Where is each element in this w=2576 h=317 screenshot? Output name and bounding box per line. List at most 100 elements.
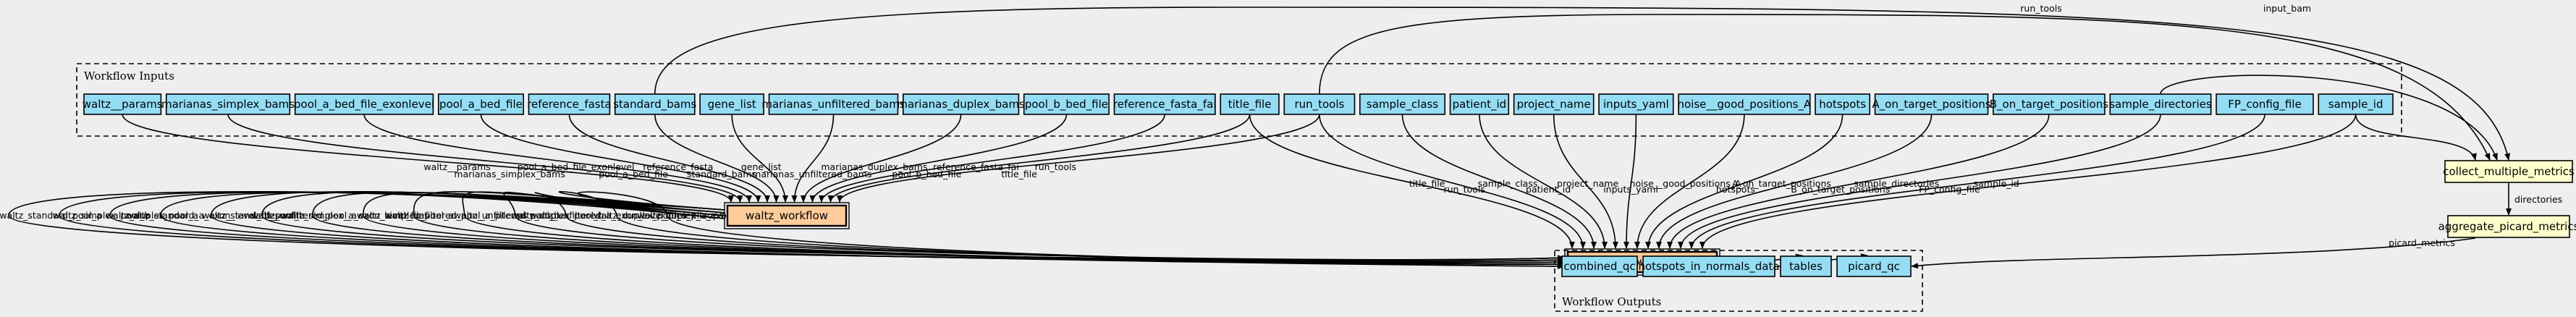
input-node-pool-a-bed-file[interactable]: pool_a_bed_file — [437, 93, 524, 115]
input-node-noise--good-positions-A[interactable]: noise__good_positions_A — [1678, 93, 1812, 115]
input-node-label: hotspots — [1819, 98, 1866, 111]
edge-label: picard_metrics — [2389, 237, 2455, 248]
input-node-label: run_tools — [1294, 98, 1344, 111]
input-node-label: waltz__params — [83, 98, 163, 111]
input-node-B-on-target-positions[interactable]: B_on_target_positions — [1990, 93, 2108, 115]
edge-to-qc — [1634, 114, 1745, 249]
waltz-workflow-step[interactable]: waltz_workflow — [724, 202, 850, 229]
input-node-hotspots[interactable]: hotspots — [1815, 93, 1871, 115]
edge-sample-dirs-to-collect — [2160, 75, 2498, 161]
input-node-pool-b-bed-file[interactable]: pool_b_bed_file — [1023, 93, 1110, 115]
edge-label: sample_directories — [1854, 178, 1939, 189]
input-node-FP-config-file[interactable]: FP_config_file — [2216, 93, 2314, 115]
input-node-marianas-simplex-bams[interactable]: marianas_simplex_bams — [161, 93, 295, 115]
edge-to-waltz — [837, 114, 1320, 203]
input-node-standard-bams[interactable]: standard_bams — [613, 93, 697, 115]
input-node-marianas-duplex-bams[interactable]: marianas_duplex_bams — [897, 93, 1025, 115]
edge-to-waltz — [568, 114, 770, 203]
edge-to-waltz — [731, 114, 788, 203]
input-node-waltz--params[interactable]: waltz__params — [83, 93, 163, 115]
edge-to-waltz — [122, 114, 734, 203]
edge-label: sample_class — [1478, 178, 1538, 189]
input-node-label: project_name — [1517, 98, 1591, 111]
edge-to-qc — [1667, 114, 2050, 249]
output-node-picard-qc[interactable]: picard_qc — [1836, 255, 1912, 277]
edge-label: reference_fasta_fai — [933, 161, 1019, 172]
edge-label: input_bam — [2263, 3, 2311, 14]
edge-label: pool_b_bed_file — [892, 169, 961, 179]
output-node-hotspots-in-normals-data[interactable]: hotspots_in_normals_data — [1638, 255, 1780, 277]
edge-label: noise__good_positions_A — [1630, 178, 1741, 189]
edge-to-qc — [1479, 114, 1608, 249]
input-node-label: title_file — [1228, 98, 1272, 111]
input-node-marianas-unfiltered-bams[interactable]: marianas_unfiltered_bams — [761, 93, 905, 115]
edge-label: reference_fasta — [643, 161, 713, 172]
edge-label: waltz_simplex_a_exon_level_files — [280, 210, 429, 221]
input-node-inputs-yaml[interactable]: inputs_yaml — [1598, 93, 1674, 115]
input-node-run-tools[interactable]: run_tools — [1283, 93, 1356, 115]
edge-to-qc — [1553, 114, 1618, 249]
edge-label: waltz_unfiltered_pool_a_pileups — [384, 210, 527, 221]
input-node-sample-class[interactable]: sample_class — [1359, 93, 1446, 115]
edge-to-waltz — [809, 114, 1068, 203]
edge-label: directories — [2514, 194, 2562, 205]
input-node-sample-id[interactable]: sample_id — [2318, 93, 2394, 115]
edge-to-qc — [1699, 114, 2357, 249]
input-node-label: sample_id — [2328, 98, 2383, 111]
input-nodes: waltz__paramsmarianas_simplex_bamspool_a… — [83, 93, 2394, 115]
edge-label: run_tools — [1443, 184, 1485, 195]
edge-to-waltz — [819, 114, 1165, 203]
edge-to-waltz — [791, 114, 835, 203]
edge-label: waltz_duplex_pool_a — [106, 210, 198, 221]
edge-label: waltz_standard_a_exon_level_files — [126, 210, 280, 221]
input-node-A-on-target-positions[interactable]: A_on_target_positions — [1872, 93, 1991, 115]
edges-layer — [8, 7, 2512, 276]
edge-label: waltz_duplex_pool_b — [511, 210, 604, 221]
input-node-pool-a-bed-file-exonlevel[interactable]: pool_a_bed_file_exonlevel — [294, 93, 434, 115]
edge-standard-bams-to-collect — [654, 7, 2510, 161]
edge-label: inputs_yaml — [1603, 184, 1658, 195]
output-node-tables[interactable]: tables — [1780, 255, 1832, 277]
edge-sample-id-to-collect — [2355, 114, 2477, 161]
input-node-label: marianas_unfiltered_bams — [761, 98, 905, 111]
output-node-combined-qc[interactable]: combined_qc — [1561, 255, 1638, 277]
input-node-title-file[interactable]: title_file — [1220, 93, 1280, 115]
workflow-outputs-label: Workflow Outputs — [1562, 295, 1661, 308]
edge-label: marianas_simplex_bams — [454, 169, 565, 179]
edge-to-qc — [1656, 114, 1933, 249]
edge-to-waltz — [654, 114, 780, 203]
edge-waltz-to-qc — [503, 191, 1565, 261]
input-node-reference-fasta[interactable]: reference_fasta — [527, 93, 612, 115]
edge-label: standard_bams — [687, 169, 756, 179]
edge-label: project_name — [1557, 178, 1618, 189]
input-node-label: pool_a_bed_file_exonlevel — [294, 98, 434, 111]
input-node-label: reference_fasta_fai — [1113, 98, 1217, 111]
input-node-label: marianas_simplex_bams — [161, 98, 295, 111]
input-node-label: A_on_target_positions — [1872, 98, 1990, 111]
edge-label: pool_a_bed_file — [599, 169, 668, 179]
edge-labels-layer: waltz__paramsmarianas_simplex_bamspool_a… — [0, 3, 2562, 248]
input-node-patient-id[interactable]: patient_id — [1449, 93, 1510, 115]
input-node-sample-directories[interactable]: sample_directories — [2109, 93, 2212, 115]
edge-to-qc — [1623, 114, 1637, 249]
edge-waltz-to-qc — [534, 192, 1565, 263]
edge-label: A_on_target_positions — [1732, 178, 1831, 189]
input-node-label: noise__good_positions_A — [1678, 98, 1812, 111]
collect-multiple-metrics-step[interactable]: collect_multiple_metrics — [2443, 160, 2575, 183]
input-node-reference-fasta-fai[interactable]: reference_fasta_fai — [1113, 93, 1217, 115]
input-node-gene-list[interactable]: gene_list — [699, 93, 765, 115]
edge-to-waltz — [227, 114, 743, 203]
output-node-label: hotspots_in_normals_data — [1638, 260, 1779, 274]
edge-label: marianas_unfiltered_bams — [752, 169, 871, 179]
edge-to-qc — [1249, 114, 1575, 249]
input-node-label: pool_a_bed_file — [439, 98, 523, 111]
edge-label: sample_id — [1974, 178, 2019, 189]
edge-label: hotspots — [1716, 184, 1755, 195]
edge-to-qc — [1645, 114, 1844, 249]
input-node-project-name[interactable]: project_name — [1513, 93, 1595, 115]
aggregate-picard-metrics-step[interactable]: aggregate_picard_metrics — [2438, 215, 2576, 238]
input-node-label: FP_config_file — [2228, 98, 2301, 111]
collect-multiple-metrics-label: collect_multiple_metrics — [2443, 165, 2575, 179]
edge-label: waltz_duplex_pool_a_pileups — [594, 210, 723, 221]
